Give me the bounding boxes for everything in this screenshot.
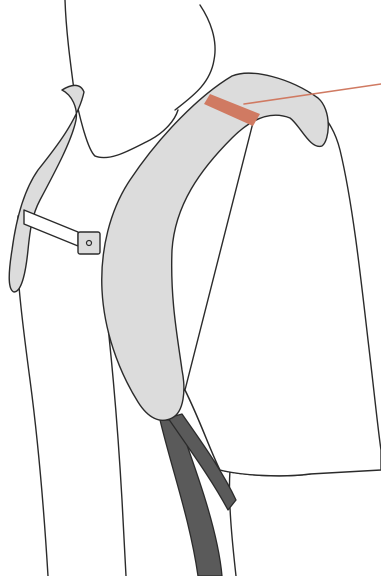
- sternum-buckle: [78, 232, 100, 254]
- left-shoulder-strap: [9, 85, 84, 292]
- sternum-strap: [24, 210, 100, 254]
- sternum-strap-band: [24, 210, 78, 246]
- arm-front-contour: [229, 470, 236, 576]
